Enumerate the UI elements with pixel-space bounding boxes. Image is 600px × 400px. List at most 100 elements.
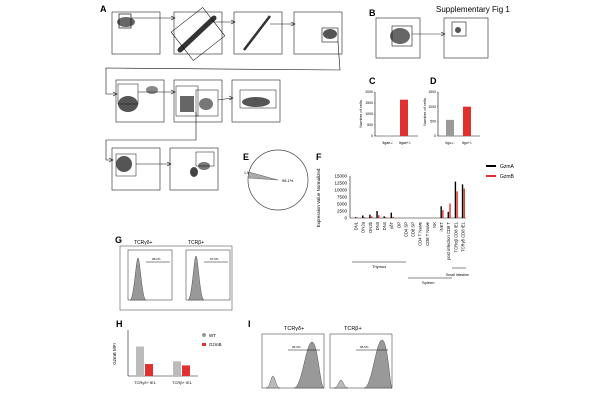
panel-i-title-0: TCRγδ+: [284, 326, 304, 332]
panel-g-histograms: TCRγδ+ TCRβ+ 98.2% 97.6%: [119, 240, 233, 311]
panel-a-gating-arrows: [105, 15, 341, 167]
panel-h-xtick-0: TCRγδ+ IEL: [134, 380, 157, 385]
panel-g-title-1: TCRβ+: [188, 240, 204, 246]
flow-plot-a8: [111, 147, 161, 191]
panel-f-bar-gzma: [383, 216, 385, 218]
panel-f-bar-gzmb: [385, 217, 387, 218]
flow-plot-a7: [231, 79, 281, 123]
panel-f-xtick-label: TCRαβ CD8 IEL: [453, 221, 458, 252]
panel-f-bar-gzma: [369, 214, 371, 218]
panel-f-bar-gzma: [362, 215, 364, 218]
c-ytick-label: 500: [367, 123, 373, 127]
panel-i-gate-1: 98.9%: [360, 345, 369, 349]
panel-label-i: I: [248, 319, 251, 329]
panel-f-xtick-label: NK: [432, 222, 437, 228]
panel-f-bar-gzma: [440, 206, 442, 218]
panel-f-bar-gzma: [454, 181, 457, 218]
panel-f-group-small-intestine: Small Intestine: [446, 273, 469, 277]
panel-f-bar-gzma: [354, 217, 357, 218]
panel-label-d: D: [430, 76, 437, 86]
panel-f-bar-gzmb: [463, 188, 465, 218]
panel-f-ylabel: Expression Value Normalized: [316, 168, 321, 227]
flow-plot-a4: [293, 11, 343, 55]
c-ytick-label: 1500: [365, 101, 373, 105]
panel-f-xtick-label: TCRγδ CD8 IEL: [460, 221, 465, 252]
panel-f-xtick-label: DN2a: [361, 221, 366, 232]
panel-f-ytick-label: 15000: [334, 174, 347, 179]
panel-f-ytick-label: 10000: [334, 188, 347, 193]
panel-f-chart: Expression Value Normalized 0 2500 5000 750…: [316, 164, 515, 285]
panel-f-bar-gzma: [447, 211, 449, 218]
panel-h-chart: GzmB MFI WT GzmB TCRγδ+ IEL TCRβ+ IEL: [112, 330, 222, 385]
panel-e-side-value: 1.9: [244, 171, 249, 175]
panel-f-ytick-label: 2500: [337, 209, 348, 214]
panel-f-xtick-label: CD4 T Naive: [418, 221, 423, 245]
panel-c-ylabel: Number of cells: [358, 100, 363, 128]
flow-plot-a1: [111, 11, 161, 55]
panel-h-xtick-1: TCRβ+ IEL: [172, 380, 193, 385]
panel-c-chart: Number of cells 0 500 1000 1500 2000 Itgae-/…: [358, 90, 418, 145]
panel-f-group-thymus: Thymus: [372, 264, 386, 269]
panel-f-xtick-label: iNKT: [439, 222, 444, 232]
panel-f-ytick-label: 0: [344, 216, 347, 221]
panel-f-xtick-label: DN4: [382, 221, 387, 230]
panel-d-xtick-1: Itgo+/-: [462, 141, 473, 145]
panel-f-xtick-label: CD8 SP: [411, 222, 416, 237]
panel-f-xtick-label: DN3: [375, 221, 380, 230]
panel-f-xtick-label: DN2b: [368, 221, 373, 232]
panel-d-bar-itgo-het: [463, 106, 471, 136]
panel-f-bar-gzmb: [378, 215, 380, 218]
flow-plot-a5: [115, 79, 165, 123]
panel-f-bar-gzmb: [370, 216, 373, 218]
panel-g-gate-1: 97.6%: [210, 257, 219, 261]
panel-f-bar-gzmb: [456, 191, 458, 218]
panel-g-title-0: TCRγδ+: [134, 240, 153, 246]
panel-c-xtick-0: Itgae-/-: [382, 141, 394, 145]
d-ytick-label: 0: [434, 134, 436, 138]
panel-d-bar-itgo-ko: [446, 119, 454, 136]
panel-e-center-value: 98.1%: [282, 178, 294, 183]
c-ytick-label: 2000: [365, 90, 373, 94]
panel-h-ylabel: GzmB MFI: [112, 343, 117, 365]
panel-f-xtick-label: γδT: [389, 222, 394, 229]
panel-g-gate-0: 98.2%: [152, 257, 161, 261]
panel-f-bar-gzma: [461, 184, 464, 218]
panel-f-ytick-label: 12500: [334, 181, 347, 186]
flow-plot-a3: [233, 11, 283, 55]
panel-f-xtick-label: CD8 T Naive: [425, 221, 430, 245]
panel-f-legend-gzmb: GzmB: [500, 174, 515, 180]
panel-h-legend-gzmb: GzmB: [209, 342, 222, 347]
panel-f-xtick-label: DN1: [354, 221, 359, 230]
panel-d-xtick-0: Itgo-/-: [445, 141, 455, 145]
flow-plot-a9: [169, 147, 219, 191]
panel-h-bar-wt: [136, 346, 144, 376]
panel-f-xtick-label: DP: [396, 222, 401, 228]
panel-label-b: B: [369, 8, 376, 18]
panel-i-gate-0: 99.3%: [292, 345, 301, 349]
panel-c-bar-itgae-ko: [383, 135, 391, 137]
c-ytick-label: 1000: [365, 112, 373, 116]
panel-label-e: E: [243, 152, 249, 162]
panel-h-legend-wt: WT: [209, 333, 216, 338]
panel-f-bar-gzmb: [449, 203, 451, 218]
panel-label-f: F: [316, 152, 322, 162]
d-ytick-label: 500: [430, 120, 436, 124]
c-ytick-label: 0: [371, 134, 373, 138]
panel-f-bar-gzmb: [442, 210, 444, 218]
flow-plot-a2: [173, 11, 223, 55]
panel-b: [375, 17, 489, 59]
panel-f-group-spleen: Spleen: [422, 280, 434, 285]
panel-i-title-1: TCRβ+: [344, 326, 362, 332]
panel-h-bar-wt: [173, 361, 181, 376]
panel-f-bar-gzmb: [356, 217, 359, 218]
flow-plot-a6: [173, 79, 223, 123]
panel-f-bar-gzmb: [392, 216, 394, 218]
panel-h-bar-gzmb: [182, 365, 190, 376]
panel-f-bar-gzma: [390, 212, 392, 218]
panel-label-h: H: [116, 319, 123, 329]
panel-f-xtick-label: CD4 SP: [403, 222, 408, 237]
panel-f-ytick-label: 5000: [337, 202, 348, 207]
panel-f-ytick-label: 7500: [337, 195, 348, 200]
